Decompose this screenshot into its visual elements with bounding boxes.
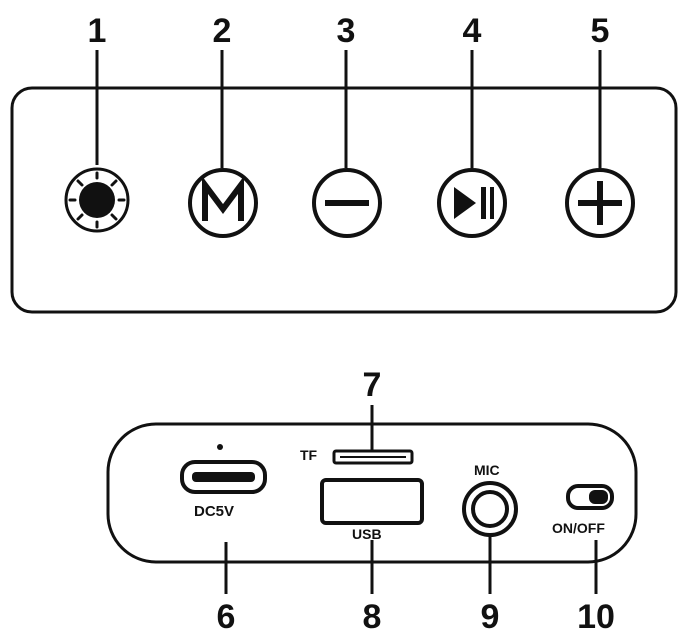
minus-button[interactable] bbox=[307, 165, 387, 245]
callout-10: 10 bbox=[577, 598, 615, 636]
dc5v-port-inner bbox=[192, 472, 255, 482]
usb-port[interactable] bbox=[320, 478, 424, 525]
callout-8: 8 bbox=[362, 598, 382, 636]
minus-icon bbox=[312, 168, 382, 238]
callout-4: 4 bbox=[462, 12, 482, 50]
mode-icon bbox=[188, 168, 258, 238]
mode-button[interactable] bbox=[183, 165, 263, 245]
light-button[interactable] bbox=[57, 160, 137, 240]
callout-7: 7 bbox=[362, 366, 382, 404]
callout-6: 6 bbox=[216, 598, 236, 636]
play-pause-button[interactable] bbox=[432, 165, 512, 245]
onoff-switch-knob bbox=[589, 490, 608, 504]
plus-button[interactable] bbox=[560, 165, 640, 245]
mic-jack-inner bbox=[471, 490, 509, 528]
callout-1: 1 bbox=[87, 12, 107, 50]
mic-label: MIC bbox=[474, 462, 500, 478]
onoff-label: ON/OFF bbox=[552, 520, 605, 536]
callout-5: 5 bbox=[590, 12, 610, 50]
callout-3: 3 bbox=[336, 12, 356, 50]
callout-2: 2 bbox=[212, 12, 232, 50]
top-panel-outline bbox=[10, 86, 678, 314]
dc5v-label: DC5V bbox=[194, 503, 235, 520]
plus-icon bbox=[565, 168, 635, 238]
light-icon bbox=[64, 167, 130, 233]
callout-9: 9 bbox=[480, 598, 500, 636]
tf-label: TF bbox=[300, 447, 318, 463]
play-pause-icon bbox=[437, 168, 507, 238]
dc5v-indicator-dot bbox=[217, 444, 223, 450]
usb-label: USB bbox=[352, 526, 382, 542]
